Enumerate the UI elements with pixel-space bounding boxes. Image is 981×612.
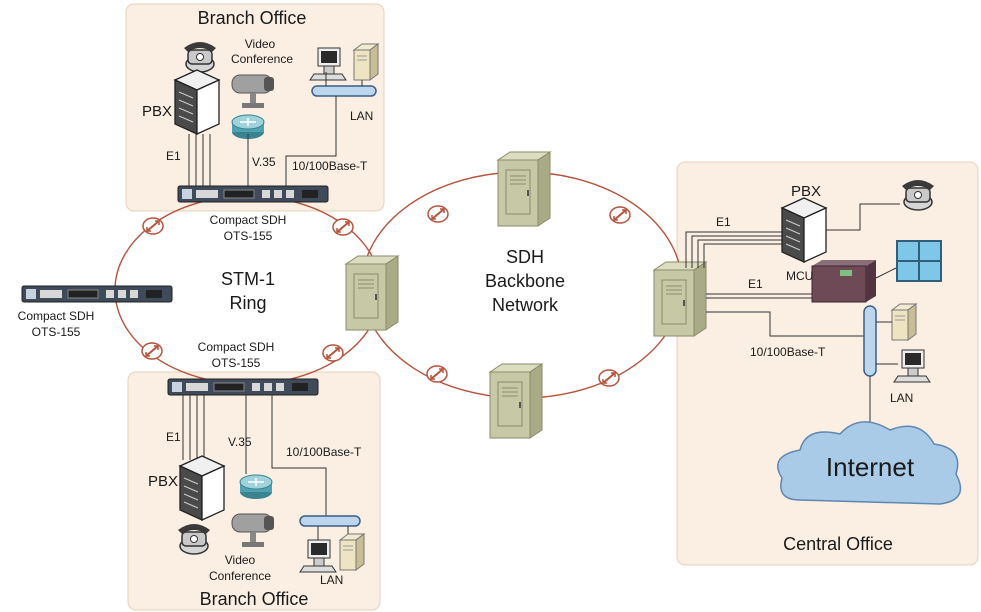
- monitor-wall-icon: [896, 240, 942, 282]
- link-marker-icon: [427, 205, 449, 223]
- central-pbx-label: PBX: [791, 183, 821, 200]
- branch-bottom-video-label-2: Conference: [209, 569, 271, 583]
- phone-icon: [177, 523, 211, 555]
- backbone-name-2: Backbone: [485, 271, 565, 291]
- branch-top-title: Branch Office: [198, 8, 307, 28]
- backbone-name-3: Network: [492, 295, 559, 315]
- central-lan-label: LAN: [890, 391, 913, 405]
- phone-icon: [183, 41, 217, 73]
- branch-bottom-video-label-1: Video: [225, 553, 256, 567]
- cabinet-icon: [489, 363, 543, 439]
- central-internet-label: Internet: [826, 452, 915, 482]
- pbx-icon: [174, 69, 220, 135]
- sdh-unit-icon: [21, 285, 173, 303]
- branch-bottom-title: Branch Office: [200, 589, 309, 609]
- branch-top-v35-label: V.35: [252, 155, 276, 169]
- cabinet-icon: [497, 151, 551, 227]
- cabinet-icon: [653, 261, 707, 337]
- server-icon: [353, 43, 379, 81]
- ring-name-2: Ring: [229, 293, 266, 313]
- hub-icon: [311, 85, 377, 97]
- branch-top-pbx-label: PBX: [142, 103, 172, 120]
- central-ethernet-label: 10/100Base-T: [750, 345, 826, 359]
- cloud-icon: [777, 421, 962, 505]
- central-e1-top-label: E1: [716, 215, 731, 229]
- backbone-name-1: SDH: [506, 247, 544, 267]
- ring-sdh-top-label-1: Compact SDH: [210, 213, 287, 227]
- link-marker-icon: [598, 369, 620, 387]
- branch-bottom-e1-label: E1: [166, 430, 181, 444]
- branch-top-e1-label: E1: [166, 149, 181, 163]
- router-icon: [239, 474, 273, 500]
- server-icon: [891, 303, 917, 341]
- central-e1-mid-label: E1: [748, 277, 763, 291]
- link-marker-icon: [322, 344, 344, 362]
- ring-name-1: STM-1: [221, 269, 275, 289]
- pbx-icon: [781, 197, 827, 263]
- phone-icon: [901, 179, 935, 211]
- sdh-unit-icon: [177, 185, 329, 203]
- branch-bottom-v35-label: V.35: [228, 435, 252, 449]
- link-marker-icon: [426, 365, 448, 383]
- branch-bottom-ethernet-label: 10/100Base-T: [286, 445, 362, 459]
- link-marker-icon: [142, 217, 164, 235]
- sdh-unit-icon: [167, 378, 319, 396]
- hub-icon: [863, 305, 877, 377]
- cabinet-icon: [345, 255, 399, 331]
- hub-icon: [299, 515, 361, 527]
- mcu-icon: [811, 260, 876, 303]
- ring-sdh-bottom-label-1: Compact SDH: [198, 340, 275, 354]
- branch-top-video-label-1: Video: [245, 37, 276, 51]
- central-title: Central Office: [783, 534, 893, 554]
- ring-sdh-left-label-2: OTS-155: [32, 325, 81, 339]
- ring-sdh-bottom-label-2: OTS-155: [212, 356, 261, 370]
- server-icon: [339, 533, 365, 571]
- link-marker-icon: [609, 206, 631, 224]
- central-mcu-label: MCU: [786, 269, 813, 283]
- branch-bottom-lan-label: LAN: [320, 573, 343, 587]
- pbx-icon: [179, 455, 225, 521]
- ring-sdh-left-label-1: Compact SDH: [18, 309, 95, 323]
- branch-top-video-label-2: Conference: [231, 52, 293, 66]
- ring-sdh-top-label-2: OTS-155: [224, 229, 273, 243]
- branch-bottom-pbx-label: PBX: [148, 473, 178, 490]
- branch-top-ethernet-label: 10/100Base-T: [292, 159, 368, 173]
- link-marker-icon: [141, 342, 163, 360]
- branch-top-lan-label: LAN: [350, 109, 373, 123]
- link-marker-icon: [332, 218, 354, 236]
